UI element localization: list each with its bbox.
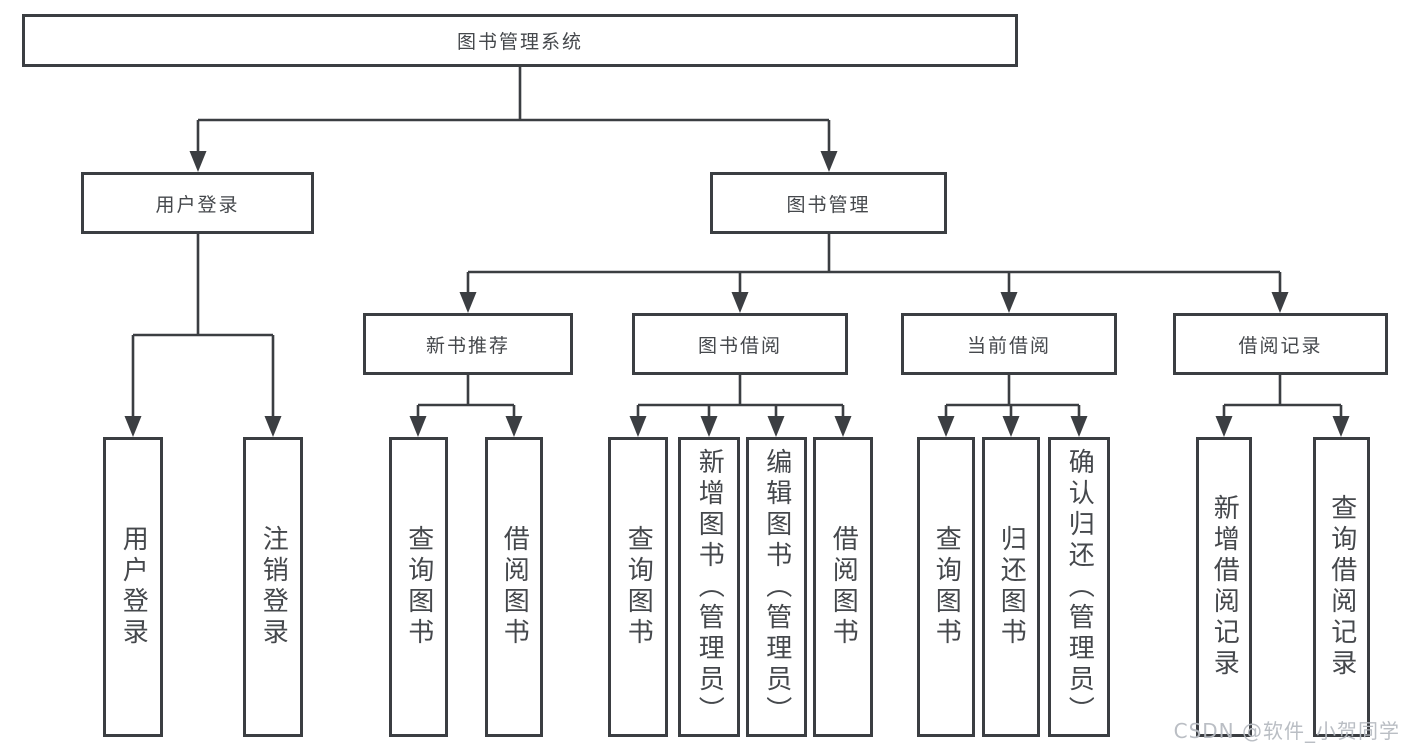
node-leaf-records-query: 查询借阅记录 <box>1313 437 1370 737</box>
node-leaf-borrow-query: 查询图书 <box>608 437 668 737</box>
node-label: 借阅记录 <box>1238 334 1323 357</box>
node-user-login: 用户登录 <box>81 172 314 234</box>
node-label: 用户登录 <box>118 525 149 649</box>
node-label: 新增借阅记录 <box>1209 494 1240 680</box>
node-leaf-borrow-add-admin: 新增图书（管理员） <box>678 437 740 737</box>
node-label: 新增图书（管理员） <box>694 447 725 727</box>
node-label: 注销登录 <box>258 525 289 649</box>
node-leaf-newbooks-borrow: 借阅图书 <box>485 437 543 737</box>
node-label: 归还图书 <box>996 525 1027 649</box>
node-label: 查询图书 <box>931 525 962 649</box>
node-leaf-current-confirm-admin: 确认归还（管理员） <box>1048 437 1110 737</box>
node-leaf-records-add: 新增借阅记录 <box>1196 437 1252 737</box>
node-leaf-logout: 注销登录 <box>243 437 303 737</box>
node-label: 图书借阅 <box>697 334 782 357</box>
node-current-borrow: 当前借阅 <box>901 313 1117 375</box>
node-label: 图书管理 <box>786 193 871 216</box>
node-label: 借阅图书 <box>499 525 530 649</box>
node-leaf-user-login: 用户登录 <box>103 437 163 737</box>
node-label: 编辑图书（管理员） <box>761 447 792 727</box>
node-borrow-records: 借阅记录 <box>1173 313 1388 375</box>
node-label: 查询图书 <box>403 525 434 649</box>
node-new-book-recommend: 新书推荐 <box>363 313 573 375</box>
node-leaf-current-query: 查询图书 <box>917 437 975 737</box>
node-label: 新书推荐 <box>425 334 510 357</box>
node-leaf-newbooks-query: 查询图书 <box>389 437 448 737</box>
node-label: 查询借阅记录 <box>1326 494 1357 680</box>
node-label: 图书管理系统 <box>456 31 583 53</box>
node-book-management: 图书管理 <box>710 172 947 234</box>
node-leaf-current-return: 归还图书 <box>982 437 1040 737</box>
node-book-borrow: 图书借阅 <box>632 313 848 375</box>
node-library-system: 图书管理系统 <box>22 14 1018 67</box>
node-label: 当前借阅 <box>966 334 1051 357</box>
node-label: 借阅图书 <box>828 525 859 649</box>
node-leaf-borrow-edit-admin: 编辑图书（管理员） <box>746 437 807 737</box>
node-label: 确认归还（管理员） <box>1064 447 1095 727</box>
csdn-watermark: CSDN @软件_小贺同学 <box>1173 719 1400 743</box>
node-label: 用户登录 <box>155 193 240 216</box>
node-leaf-borrow-borrow: 借阅图书 <box>813 437 873 737</box>
node-label: 查询图书 <box>623 525 654 649</box>
